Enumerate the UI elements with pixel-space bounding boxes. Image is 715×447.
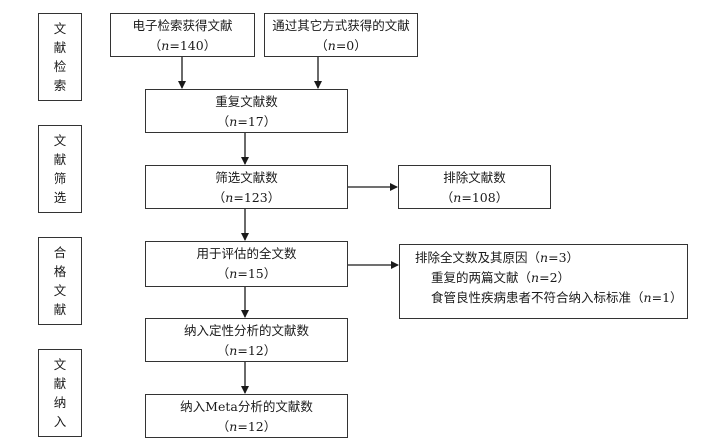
excluded-title: 排除文献数 [443,170,506,185]
stage-label-include-char-4: 入 [53,414,67,429]
stage-label-eligible-char-3: 文 [53,283,67,298]
duplicates-count: （n=17） [216,114,277,129]
qualitative-title: 纳入定性分析的文献数 [183,323,309,338]
electronic-search-title: 电子检索获得文献 [132,18,233,33]
other-sources-box: 通过其它方式获得的文献 （n=0） [264,13,418,57]
stage-label-include-char-1: 文 [53,357,67,372]
screened-title: 筛选文献数 [215,170,278,185]
qualitative-count: （n=12） [216,343,277,358]
meta-analysis-count: （n=12） [216,419,277,434]
meta-analysis-box: 纳入Meta分析的文献数 （n=12） [145,394,348,438]
stage-label-include: 文 献 纳 入 [38,349,82,437]
stage-label-screen-char-2: 献 [53,152,67,167]
screened-box: 筛选文献数 （n=123） [145,165,348,209]
fulltext-box: 用于评估的全文数 （n=15） [145,241,348,287]
exclusion-reason-item: 食管良性疾病患者不符合纳入标标准（n=1） [431,290,683,305]
stage-label-screen-char-1: 文 [53,133,67,148]
stage-label-screen-char-3: 筛 [53,171,67,186]
stage-label-screen-char-4: 选 [53,190,67,205]
duplicates-title: 重复文献数 [215,94,278,109]
other-sources-title: 通过其它方式获得的文献 [272,18,410,33]
exclusion-reasons-heading: 排除全文数及其原因（n=3） [415,250,580,265]
excluded-count: （n=108） [440,190,509,205]
other-sources-count: （n=0） [315,38,367,53]
meta-analysis-title: 纳入Meta分析的文献数 [180,399,313,414]
stage-label-search-char-2: 献 [53,40,67,55]
stage-label-eligible-char-2: 格 [53,264,67,279]
exclusion-reasons-box: 排除全文数及其原因（n=3） 重复的两篇文献（n=2） 食管良性疾病患者不符合纳… [399,244,688,319]
fulltext-count: （n=15） [216,266,277,281]
stage-label-search-char-4: 索 [53,78,67,93]
stage-label-search-char-1: 文 [53,21,67,36]
qualitative-box: 纳入定性分析的文献数 （n=12） [145,318,348,362]
screened-count: （n=123） [212,190,281,205]
stage-label-eligible-char-4: 献 [53,302,67,317]
stage-label-screen: 文 献 筛 选 [38,125,82,213]
excluded-box: 排除文献数 （n=108） [398,165,551,209]
stage-label-include-char-2: 献 [53,376,67,391]
fulltext-title: 用于评估的全文数 [196,246,297,261]
electronic-search-box: 电子检索获得文献 （n=140） [110,13,255,57]
duplicates-box: 重复文献数 （n=17） [145,89,348,133]
electronic-search-count: （n=140） [148,38,217,53]
stage-label-include-char-3: 纳 [53,395,67,410]
stage-label-search-char-3: 检 [53,59,67,74]
stage-label-search: 文 献 检 索 [38,13,82,101]
stage-label-eligible-char-1: 合 [53,245,67,260]
stage-label-eligible: 合 格 文 献 [38,237,82,325]
exclusion-reason-item: 重复的两篇文献（n=2） [431,270,571,285]
